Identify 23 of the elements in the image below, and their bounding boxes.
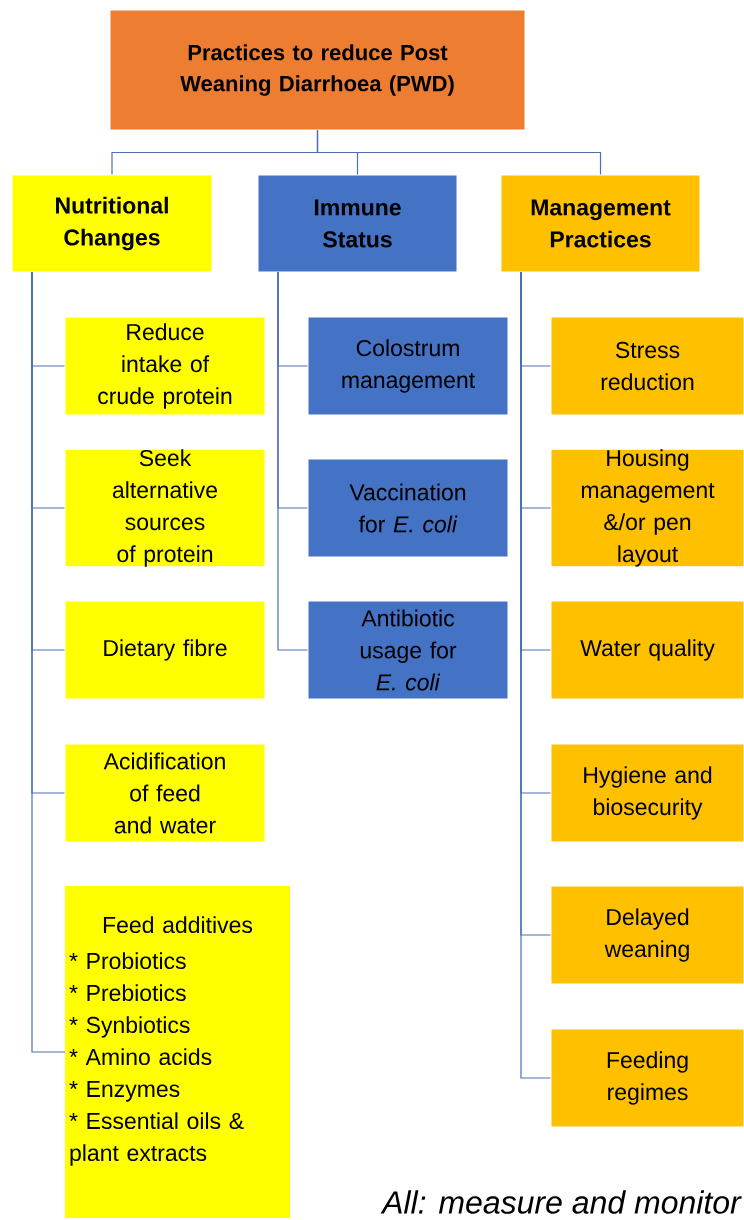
- practice-box: Feeding regimes: [550, 1028, 744, 1128]
- connector-line: [277, 271, 309, 651]
- title-box: Practices to reduce Post Weaning Diarrhoea (PWD): [109, 9, 526, 131]
- practice-box: Vaccination for E. coli: [307, 458, 509, 558]
- connector-line: [31, 271, 66, 1053]
- practice-box: Housing management &/or pen layout: [550, 448, 744, 568]
- category-box: Nutritional Changes: [11, 174, 213, 273]
- practice-box: Hygiene and biosecurity: [550, 743, 744, 843]
- practice-box: Acidification of feed and water: [64, 743, 266, 843]
- practice-box: Seek alternative sources of protein: [64, 448, 266, 568]
- practice-box: Stress reduction: [550, 316, 744, 416]
- connector-line: [520, 271, 552, 1079]
- connector-line: [316, 129, 602, 176]
- practice-box: Colostrum management: [307, 316, 509, 416]
- note-text: All: measure and monitor: [380, 1190, 742, 1214]
- category-box: Management Practices: [500, 174, 701, 273]
- category-box: Immune Status: [257, 174, 458, 273]
- practice-box: Water quality: [550, 600, 744, 700]
- practice-box: Antibiotic usage for E. coli: [307, 600, 509, 700]
- practice-box: Feed additives * Probiotics * Prebiotics * Synbiotics * Amino acids * Enzymes * Essential oils & plant extracts: [65, 886, 290, 1218]
- practice-box: Reduce intake of crude protein: [64, 316, 266, 416]
- practice-box: Delayed weaning: [550, 885, 744, 985]
- practice-box: Dietary fibre: [64, 600, 266, 700]
